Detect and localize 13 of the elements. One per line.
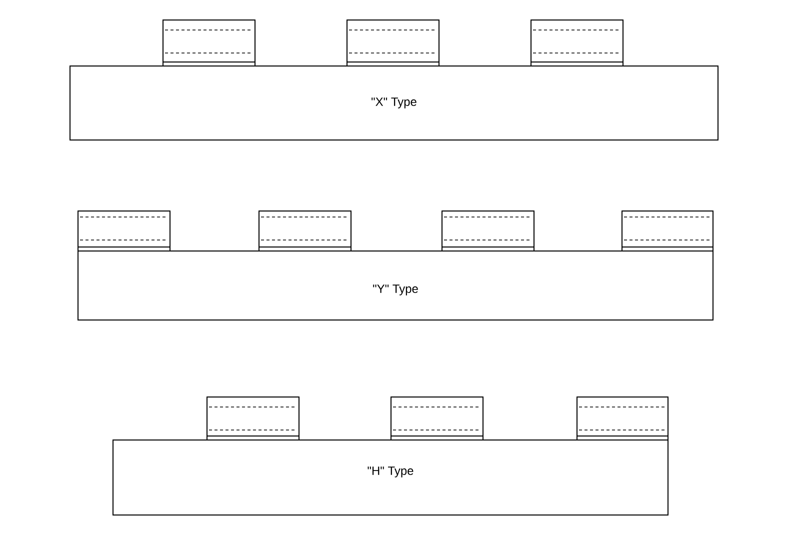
raised-pad <box>206 396 300 440</box>
raised-pad <box>346 20 440 66</box>
base-block: "X" Type <box>70 66 718 140</box>
raised-pad <box>622 210 714 252</box>
raised-pad <box>576 396 668 440</box>
raised-pad <box>530 20 624 66</box>
raised-pad <box>442 210 534 252</box>
raised-pad <box>258 210 352 252</box>
raised-pad <box>162 20 256 66</box>
base-block: "H" Type <box>112 439 668 516</box>
raised-pad <box>390 396 484 440</box>
base-block: "Y" Type <box>78 250 714 320</box>
raised-pad <box>78 210 170 252</box>
